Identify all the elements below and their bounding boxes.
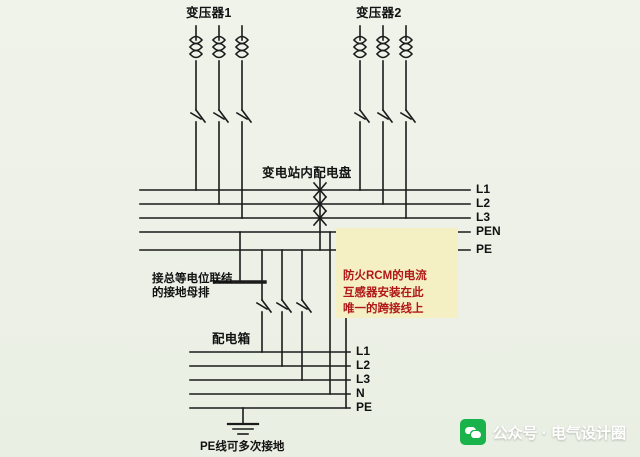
bus-label-lower-l1: L1 (356, 344, 371, 358)
bus-label-upper-l1: L1 (476, 182, 491, 196)
bus-label-upper-l2: L2 (476, 196, 491, 210)
pe-earth-electrode (226, 407, 260, 435)
main-earthing-bar (213, 231, 267, 284)
transformer1-label: 变压器1 (186, 6, 232, 20)
feeder-breakers (255, 249, 313, 381)
panel-disconnects (312, 177, 328, 251)
bus-label-upper-pen: PEN (476, 224, 501, 238)
bus-label-lower-l3: L3 (356, 372, 371, 386)
bus-label-lower-l2: L2 (356, 358, 371, 372)
rcm-callout-text: 防火RCM的电流 互感器安装在此 唯一的跨接线上 (343, 270, 427, 316)
transformer2-label: 变压器2 (356, 6, 402, 20)
watermark-text: 公众号 · 电气设计圈 (492, 424, 626, 442)
bus-label-upper-pe: PE (476, 242, 493, 256)
pe-multiple-earthing-label: PE线可多次接地 (200, 441, 285, 453)
distribution-busbars (189, 351, 351, 409)
distribution-box-label: 配电箱 (212, 332, 251, 346)
rcm-callout-box (336, 228, 458, 318)
transformer1-symbol (188, 25, 250, 111)
wechat-icon (459, 419, 486, 445)
bus-label-lower-n: N (356, 386, 365, 400)
transformer2-breaker (353, 108, 417, 219)
transformer2-symbol (352, 25, 414, 111)
substation-panel-label: 变电站内配电盘 (262, 166, 352, 180)
bus-label-lower-pe: PE (356, 400, 373, 414)
bus-label-upper-l3: L3 (476, 210, 491, 224)
transformer1-breaker (189, 108, 253, 219)
earthing-bar-label: 接总等电位联结 的接地母排 (152, 273, 233, 300)
watermark: 公众号 · 电气设计圈 (459, 419, 626, 445)
